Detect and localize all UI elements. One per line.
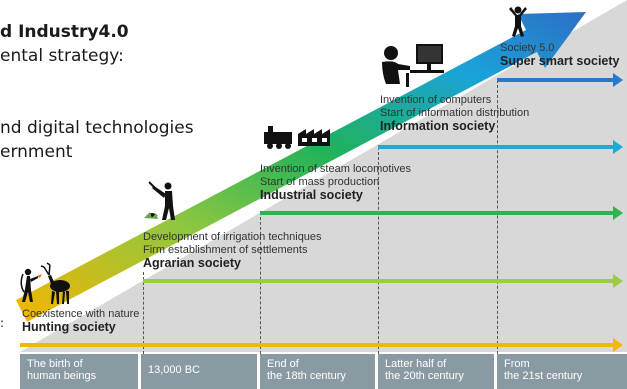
society-description: Coexistence with nature xyxy=(22,308,140,320)
society-description: Start of information distribution xyxy=(380,107,530,119)
factory-train-icon xyxy=(264,126,330,149)
grey-triangle xyxy=(20,0,627,352)
arrow-industrial xyxy=(260,206,623,220)
period-text: End of xyxy=(267,358,299,370)
society-description: Invention of steam locomotives xyxy=(260,163,412,175)
society-description: Society 5.0 xyxy=(500,42,555,54)
left-text-line: ental strategy: xyxy=(0,46,124,66)
timeline-period-hunting: The birth of human beings xyxy=(20,354,138,389)
period-text: Latter half of xyxy=(385,358,447,370)
left-text-line: ernment xyxy=(0,142,73,162)
left-text-colon: : xyxy=(0,316,5,330)
left-text-line: nd digital technologies xyxy=(0,118,194,138)
progress-diagonal-arrow xyxy=(16,12,586,322)
computer-user-icon xyxy=(382,44,444,87)
timeline-period-agrarian: 13,000 BC xyxy=(141,354,257,389)
society-label-agrarian: Development of irrigation techniques Fir… xyxy=(143,231,322,270)
society-name: Industrial society xyxy=(260,188,363,202)
era-separator xyxy=(143,272,144,354)
arrow-super-smart xyxy=(497,73,623,87)
period-text: the 20th century xyxy=(385,370,464,382)
society-description: Firm establishment of settlements xyxy=(143,244,308,256)
era-separator xyxy=(378,147,379,354)
era-separator xyxy=(497,80,498,354)
society-name: Information society xyxy=(380,119,496,133)
society-description: Start of mass production xyxy=(260,176,380,188)
period-text: the 21st century xyxy=(504,370,583,382)
arrow-hunting xyxy=(20,338,623,352)
society-name: Hunting society xyxy=(22,320,116,334)
period-text: The birth of xyxy=(27,358,83,370)
period-text: 13,000 BC xyxy=(148,364,200,376)
society-name: Agrarian society xyxy=(143,256,241,270)
society-label-hunting: Coexistence with nature Hunting society xyxy=(22,308,139,334)
farmer-icon xyxy=(144,181,175,220)
hunter-deer-icon xyxy=(20,262,70,304)
timeline-period-super-smart: From the 21st century xyxy=(497,354,627,389)
timeline-period-industrial: End of the 18th century xyxy=(260,354,375,389)
society-description: Invention of computers xyxy=(380,94,492,106)
society-description: Development of irrigation techniques xyxy=(143,231,322,243)
period-text: From xyxy=(504,358,530,370)
society-label-industrial: Invention of steam locomotives Start of … xyxy=(260,163,411,202)
society-name: Super smart society xyxy=(500,54,620,68)
arrow-agrarian xyxy=(143,274,623,288)
period-text: human beings xyxy=(27,370,97,382)
left-title: d Industry4.0 xyxy=(0,22,129,42)
period-text: the 18th century xyxy=(267,370,346,382)
jumping-person-icon xyxy=(509,6,527,37)
society-label-information: Invention of computers Start of informat… xyxy=(380,94,529,133)
society-label-super-smart: Society 5.0 Super smart society xyxy=(500,42,620,68)
arrow-information xyxy=(378,140,623,154)
timeline-period-information: Latter half of the 20th century xyxy=(378,354,494,389)
